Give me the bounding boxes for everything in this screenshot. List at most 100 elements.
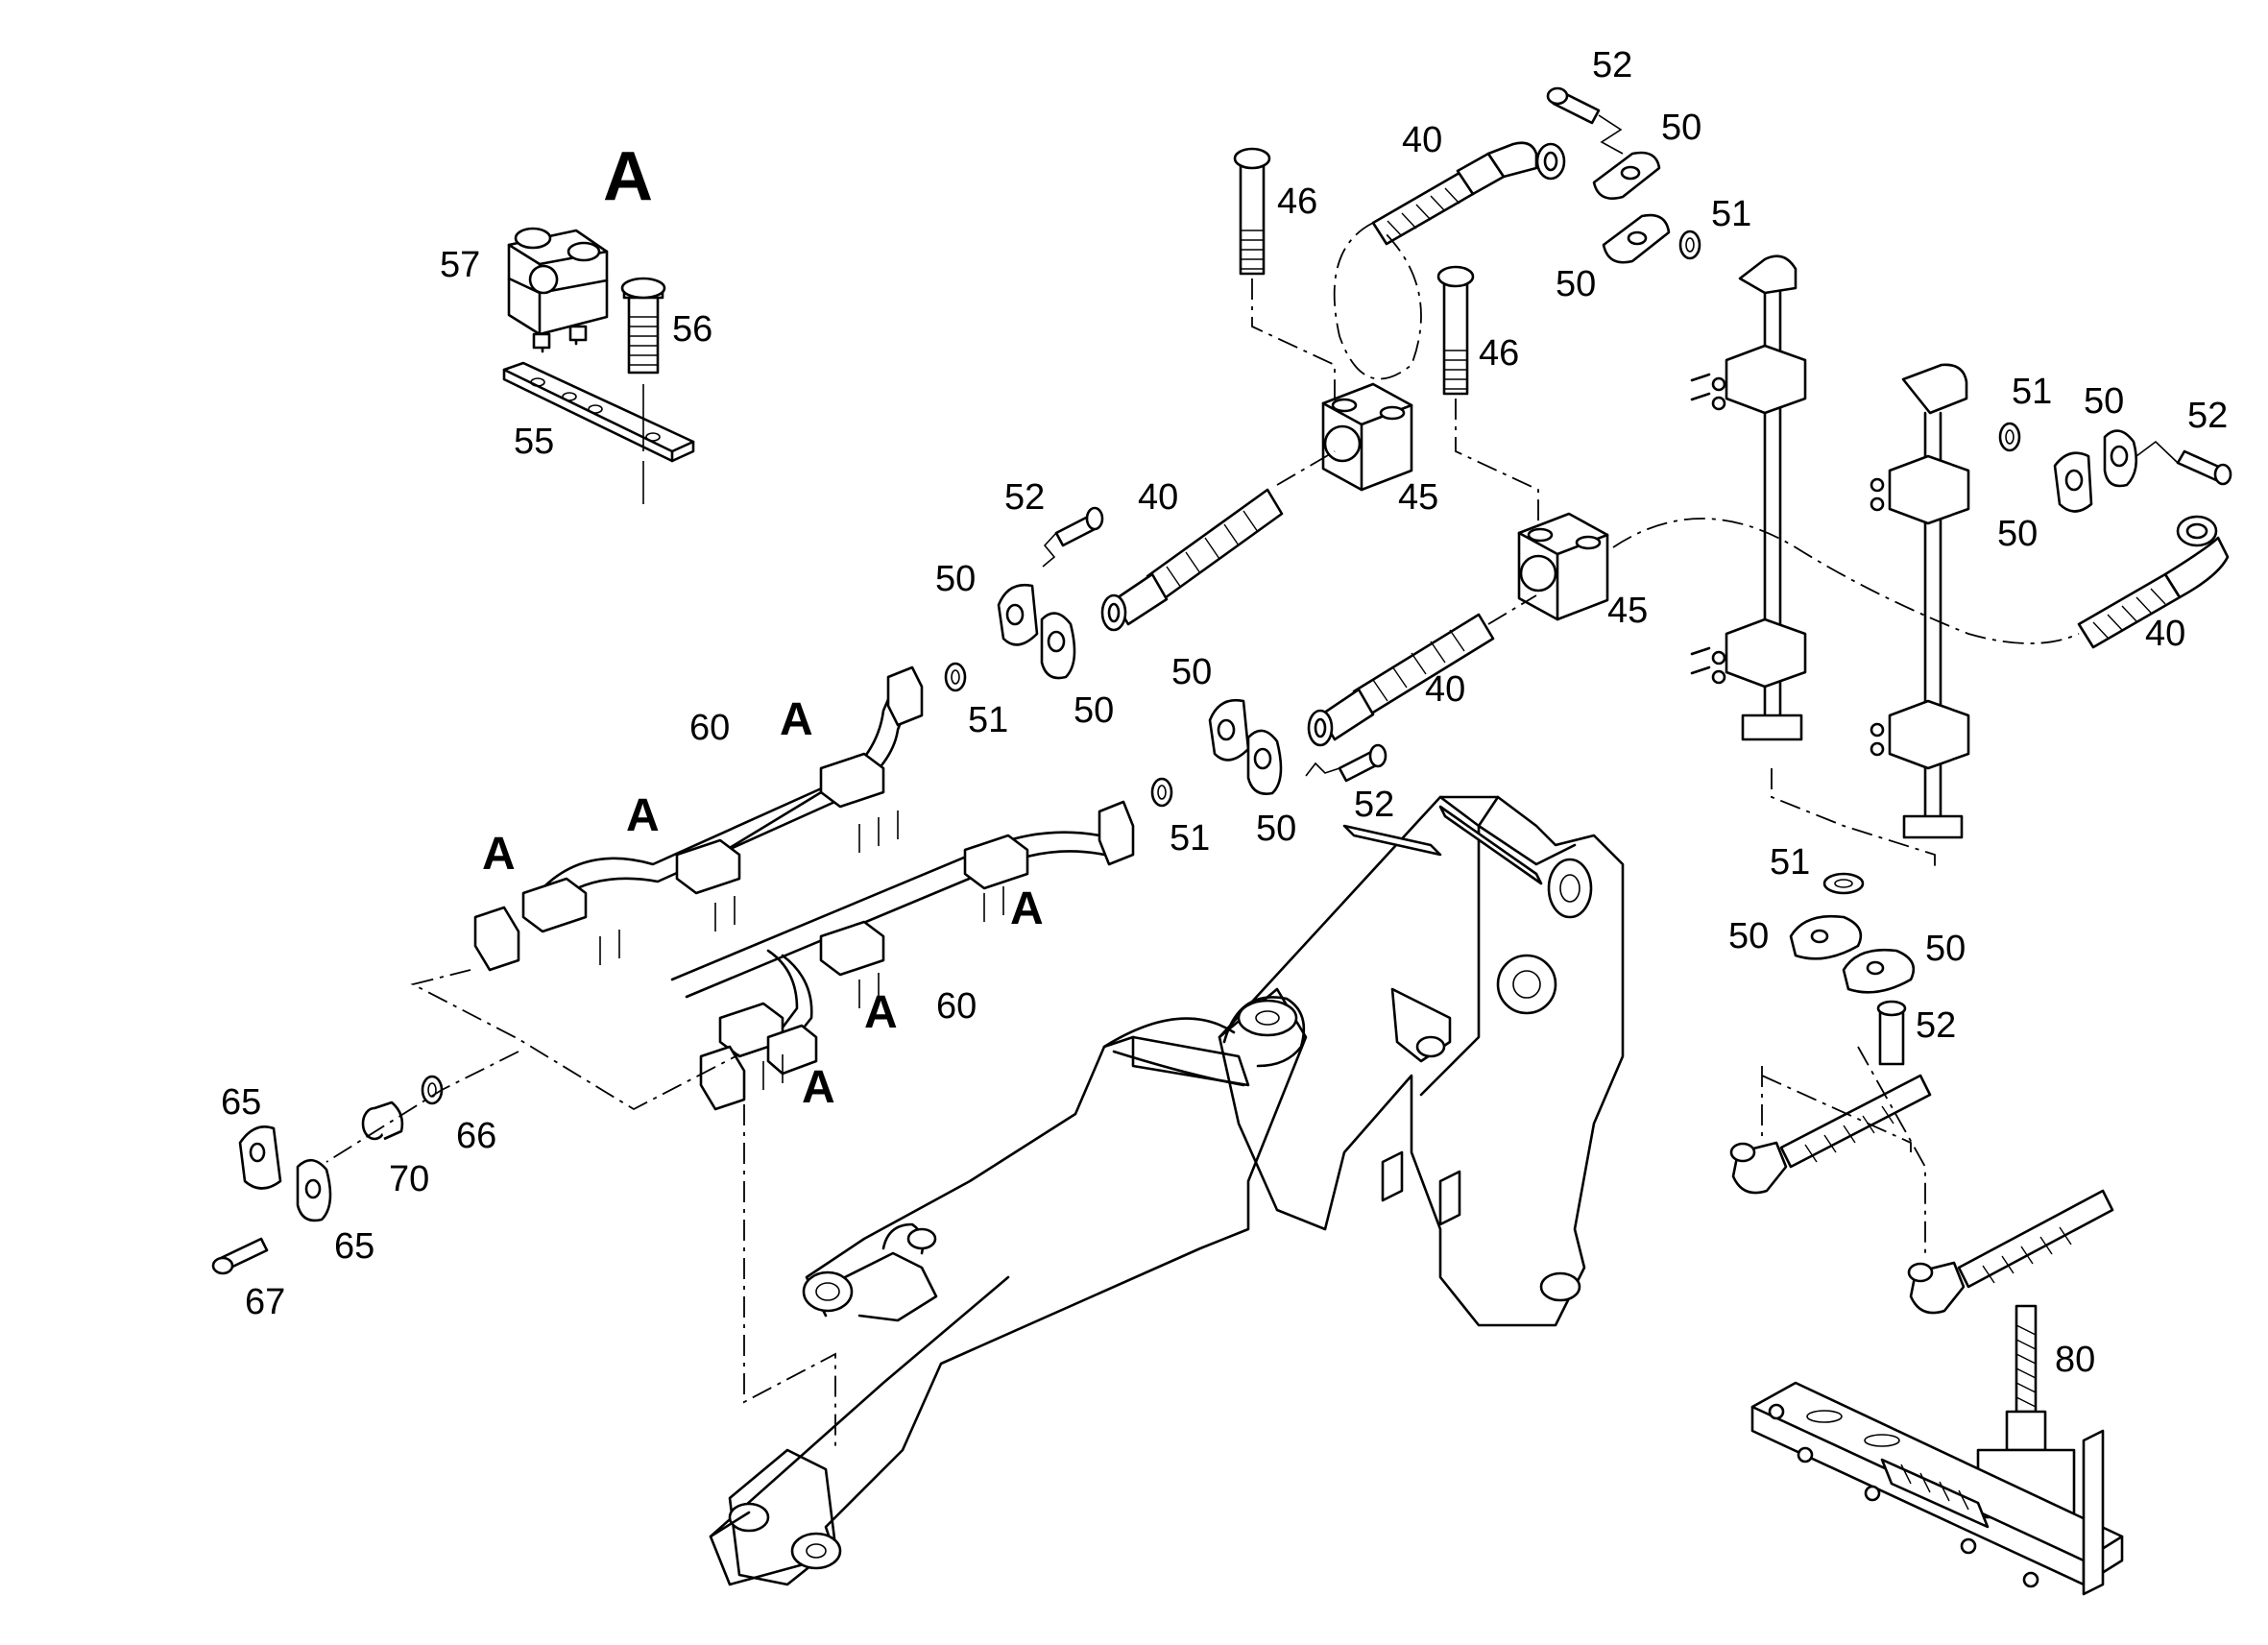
rail-assembly: [1750, 1381, 2124, 1596]
callout-51-mid-b: 51: [1170, 818, 1210, 859]
hose-fitting-lower-b: [1907, 1189, 2114, 1315]
callout-52-mid: 52: [1004, 477, 1045, 518]
hose-part-40-mid-left: [1100, 488, 1284, 632]
flange-half-part-50-right-b: [2103, 429, 2138, 488]
callout-50-right-b: 50: [1997, 514, 2038, 554]
callout-46-upper: 46: [1277, 181, 1317, 222]
callout-55: 55: [514, 422, 554, 462]
screw-part-52-right: [2135, 440, 2232, 486]
plate-part-55: [502, 361, 695, 504]
leader-hose-upper: [1333, 222, 1422, 380]
callout-40-mid-left: 40: [1138, 477, 1178, 518]
seal-ring-part-51-a: [944, 662, 967, 692]
hose-fitting-lower-a: [1729, 1074, 1932, 1195]
leader-lower-fittings: [1761, 1046, 1926, 1258]
flange-half-part-50-d: [1246, 729, 1283, 795]
leader-pipes-bottom: [1771, 768, 1936, 869]
callout-52-top: 52: [1592, 45, 1632, 85]
leader-hose-mid: [1276, 450, 1336, 486]
screw-part-52-lower: [1876, 1000, 1907, 1066]
callout-50-lower-a: 50: [1728, 916, 1769, 956]
flange-half-part-50-b: [1040, 612, 1076, 680]
section-marker-a-6: A: [802, 1062, 835, 1113]
seal-ring-part-51-right: [1998, 422, 2021, 452]
screw-part-52-b: [1305, 743, 1387, 783]
leader-lower-left: [326, 1051, 519, 1163]
seal-ring-part-51-b: [1150, 777, 1173, 808]
callout-50-top-a: 50: [1661, 108, 1701, 148]
callout-51-right: 51: [2012, 372, 2052, 412]
screw-part-67: [211, 1237, 269, 1275]
callout-52-lower: 52: [1916, 1005, 1956, 1046]
section-markers: A A A A A A: [482, 694, 1044, 1113]
callout-80: 80: [2055, 1340, 2095, 1380]
seal-ring-part-51-top: [1678, 230, 1701, 260]
clamp-body-part-45-lower: [1517, 512, 1609, 621]
callout-50-top-b: 50: [1556, 264, 1596, 304]
screw-part-52-top: [1546, 86, 1624, 155]
screw-part-52-a: [1042, 506, 1104, 568]
section-marker-a-4: A: [1010, 883, 1044, 934]
section-marker-a-5: A: [864, 987, 898, 1038]
callout-51-lower: 51: [1770, 842, 1810, 883]
callout-52-mid-b: 52: [1354, 785, 1394, 825]
manifold-studs: [599, 810, 1004, 1090]
callout-50-right-a: 50: [2084, 381, 2124, 422]
leader-hose-right: [1612, 518, 2080, 644]
leader-manifold-down: [743, 1104, 836, 1450]
callout-50-mid-b: 50: [1074, 690, 1114, 731]
leader-hose-mid2: [1487, 594, 1537, 625]
flange-half-part-50-top-b: [1602, 213, 1671, 264]
callout-60-upper: 60: [689, 708, 730, 748]
flange-half-part-50-c: [1208, 698, 1250, 762]
callout-50-mid-c: 50: [1171, 652, 1212, 692]
flange-half-part-50-lower-a: [1789, 914, 1863, 960]
flange-half-part-50-a: [997, 583, 1039, 646]
callout-40-top: 40: [1402, 120, 1442, 160]
seal-ring-part-51-lower: [1822, 872, 1865, 895]
hose-part-40-right: [2077, 515, 2230, 649]
callout-51-mid: 51: [968, 700, 1008, 740]
plug-part-70: [361, 1101, 404, 1141]
flange-half-part-65-a: [238, 1125, 282, 1190]
flange-half-part-50-right-a: [2053, 451, 2093, 513]
bolt-part-46-lower: [1436, 265, 1539, 526]
callout-65-lower: 65: [334, 1226, 374, 1267]
flange-half-part-65-b: [296, 1158, 332, 1222]
callout-67: 67: [245, 1282, 285, 1322]
callout-52-right: 52: [2187, 396, 2228, 436]
flange-half-part-50-lower-b: [1842, 948, 1916, 994]
section-marker-a-1: A: [780, 694, 813, 745]
callout-65-upper: 65: [221, 1082, 261, 1123]
callout-labels: 57 56 55 46 40 52 50 51 50 46 45 52 40 5…: [221, 45, 2228, 1380]
manifold-blocks: [473, 665, 1135, 1111]
section-marker-a-3: A: [482, 829, 516, 880]
clamp-body-part-45-upper: [1321, 382, 1413, 492]
callout-57: 57: [440, 245, 480, 285]
callout-51-top: 51: [1711, 194, 1751, 234]
clamp-block-part-57: [507, 227, 609, 353]
callout-40-mid-right: 40: [1425, 669, 1465, 710]
flange-half-part-50-top-a: [1592, 151, 1661, 200]
bolt-part-46-upper: [1233, 147, 1336, 403]
callout-66: 66: [456, 1116, 496, 1156]
seal-ring-part-66: [421, 1075, 444, 1105]
callout-50-mid-d: 50: [1256, 809, 1296, 849]
detail-a-title: A: [603, 138, 653, 215]
section-marker-a-2: A: [626, 790, 660, 841]
hose-part-40-mid-right: [1307, 613, 1495, 747]
callout-60-lower: 60: [936, 986, 977, 1027]
callout-46-lower: 46: [1479, 333, 1519, 374]
callout-56: 56: [672, 309, 712, 350]
callout-45-upper: 45: [1398, 477, 1438, 518]
callout-50-mid-a: 50: [935, 559, 976, 599]
callout-40-right: 40: [2145, 614, 2185, 654]
bolt-part-56: [620, 277, 666, 375]
callout-50-lower-b: 50: [1925, 929, 1966, 969]
vertical-pipe-assembly-right: [1870, 363, 1970, 839]
callout-70: 70: [389, 1159, 429, 1199]
leader-manifold-left: [410, 969, 740, 1111]
detail-a-group: A: [502, 138, 695, 504]
hose-part-40-top: [1371, 141, 1566, 246]
